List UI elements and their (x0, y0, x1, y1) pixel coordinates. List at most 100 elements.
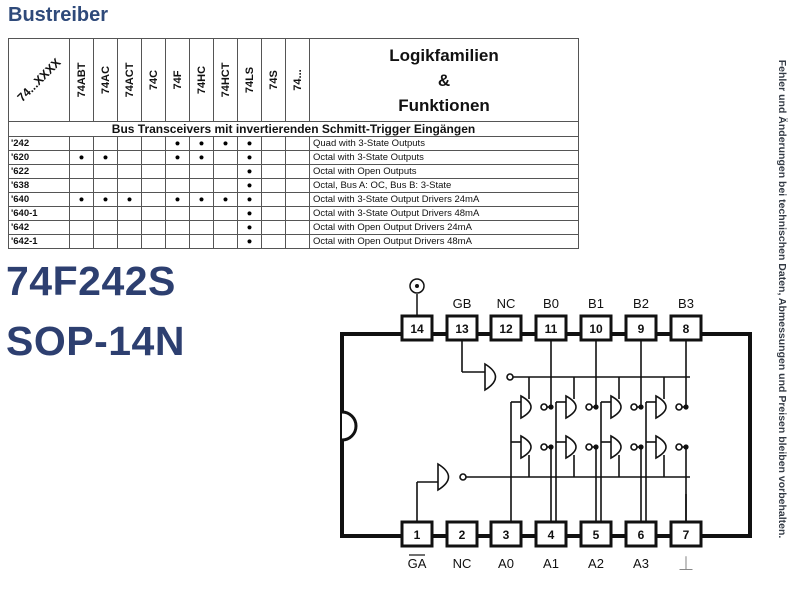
pin-label: B3 (678, 296, 694, 311)
availability-cell (261, 192, 286, 207)
pin-8: 8B3 (669, 296, 703, 342)
availability-cell (189, 234, 214, 249)
pin-label: B1 (588, 296, 604, 311)
availability-cell (213, 178, 238, 193)
availability-cell (261, 150, 286, 165)
pin-number: 12 (499, 322, 513, 336)
pin-number: 3 (503, 528, 510, 542)
availability-cell: ● (93, 150, 118, 165)
pin-label: B0 (543, 296, 559, 311)
availability-cell (69, 178, 94, 193)
pin-label: A2 (588, 556, 604, 571)
availability-cell (189, 178, 214, 193)
availability-cell (117, 150, 142, 165)
availability-cell (285, 192, 310, 207)
pin-number: 6 (638, 528, 645, 542)
availability-cell (93, 234, 118, 249)
disclaimer-note: Fehler und Änderungen bei technischen Da… (770, 6, 794, 591)
availability-cell: ● (237, 136, 262, 151)
pin-2: 2NC (445, 520, 479, 571)
availability-cell (213, 220, 238, 235)
disclaimer-text: Fehler und Änderungen bei technischen Da… (776, 59, 788, 538)
availability-cell (117, 206, 142, 221)
transceiver-gate (655, 394, 667, 420)
function-header: Logikfamilien & Funktionen (309, 38, 579, 122)
availability-cell: ● (213, 136, 238, 151)
table-row: '642●Octal with Open Output Drivers 24mA (8, 220, 579, 235)
availability-cell (117, 234, 142, 249)
availability-cell (69, 136, 94, 151)
function-header-line: Funktionen (398, 95, 490, 115)
table-row: '242●●●●Quad with 3-State Outputs (8, 136, 579, 151)
function-header-line: Logikfamilien (389, 45, 499, 65)
availability-cell (69, 206, 94, 221)
availability-cell (117, 178, 142, 193)
function-cell: Octal with 3-State Outputs (309, 150, 579, 165)
pin-label: NC (497, 296, 516, 311)
availability-cell (261, 234, 286, 249)
pin-1: 1GA (400, 520, 434, 571)
transceiver-gate (565, 434, 577, 460)
part-cell: '640-1 (8, 206, 70, 221)
availability-cell (69, 234, 94, 249)
availability-cell (213, 234, 238, 249)
availability-cell: ● (237, 164, 262, 179)
page-title: Bustreiber (8, 4, 109, 26)
availability-cell: ● (93, 192, 118, 207)
availability-cell (93, 220, 118, 235)
availability-cell (213, 206, 238, 221)
table-row: '638●Octal, Bus A: OC, Bus B: 3-State (8, 178, 579, 193)
pin-label: NC (453, 556, 472, 571)
availability-cell (117, 136, 142, 151)
table-row: '620●●●●●Octal with 3-State Outputs (8, 150, 579, 165)
part-cell: '242 (8, 136, 70, 151)
transceiver-gate (565, 394, 577, 420)
availability-cell (117, 164, 142, 179)
availability-cell (69, 220, 94, 235)
function-cell: Octal with 3-State Output Drivers 48mA (309, 206, 579, 221)
availability-cell (285, 178, 310, 193)
pin-label: A0 (498, 556, 514, 571)
pin-label: A3 (633, 556, 649, 571)
availability-cell (285, 220, 310, 235)
availability-cell: ● (189, 192, 214, 207)
function-header-line: & (437, 70, 451, 90)
pin-number: 5 (593, 528, 600, 542)
table-row: '622●Octal with Open Outputs (8, 164, 579, 179)
availability-cell: ● (237, 234, 262, 249)
availability-cell: ● (189, 136, 214, 151)
availability-cell: ● (237, 192, 262, 207)
availability-cell (69, 164, 94, 179)
availability-cell (261, 206, 286, 221)
transceiver-gate (655, 434, 667, 460)
availability-cell (165, 234, 190, 249)
availability-cell: ● (237, 206, 262, 221)
availability-cell (189, 220, 214, 235)
pin-14: 14 (400, 278, 434, 342)
part-cell: '642 (8, 220, 70, 235)
availability-cell (189, 164, 214, 179)
family-header-3: 74C (141, 38, 166, 122)
availability-cell (165, 178, 190, 193)
availability-cell (117, 220, 142, 235)
table-row: '640●●●●●●●Octal with 3-State Output Dri… (8, 192, 579, 207)
function-cell: Octal with Open Output Drivers 24mA (309, 220, 579, 235)
availability-cell (261, 136, 286, 151)
part-cell: '620 (8, 150, 70, 165)
availability-cell (141, 136, 166, 151)
availability-cell (141, 150, 166, 165)
availability-cell (165, 164, 190, 179)
availability-cell (285, 234, 310, 249)
availability-cell: ● (165, 150, 190, 165)
package-name: SOP-14N (6, 318, 185, 364)
availability-cell (213, 150, 238, 165)
enable-gate-a (437, 462, 450, 492)
pin-label: GB (453, 296, 472, 311)
transceiver-gate (520, 394, 532, 420)
availability-cell (93, 178, 118, 193)
